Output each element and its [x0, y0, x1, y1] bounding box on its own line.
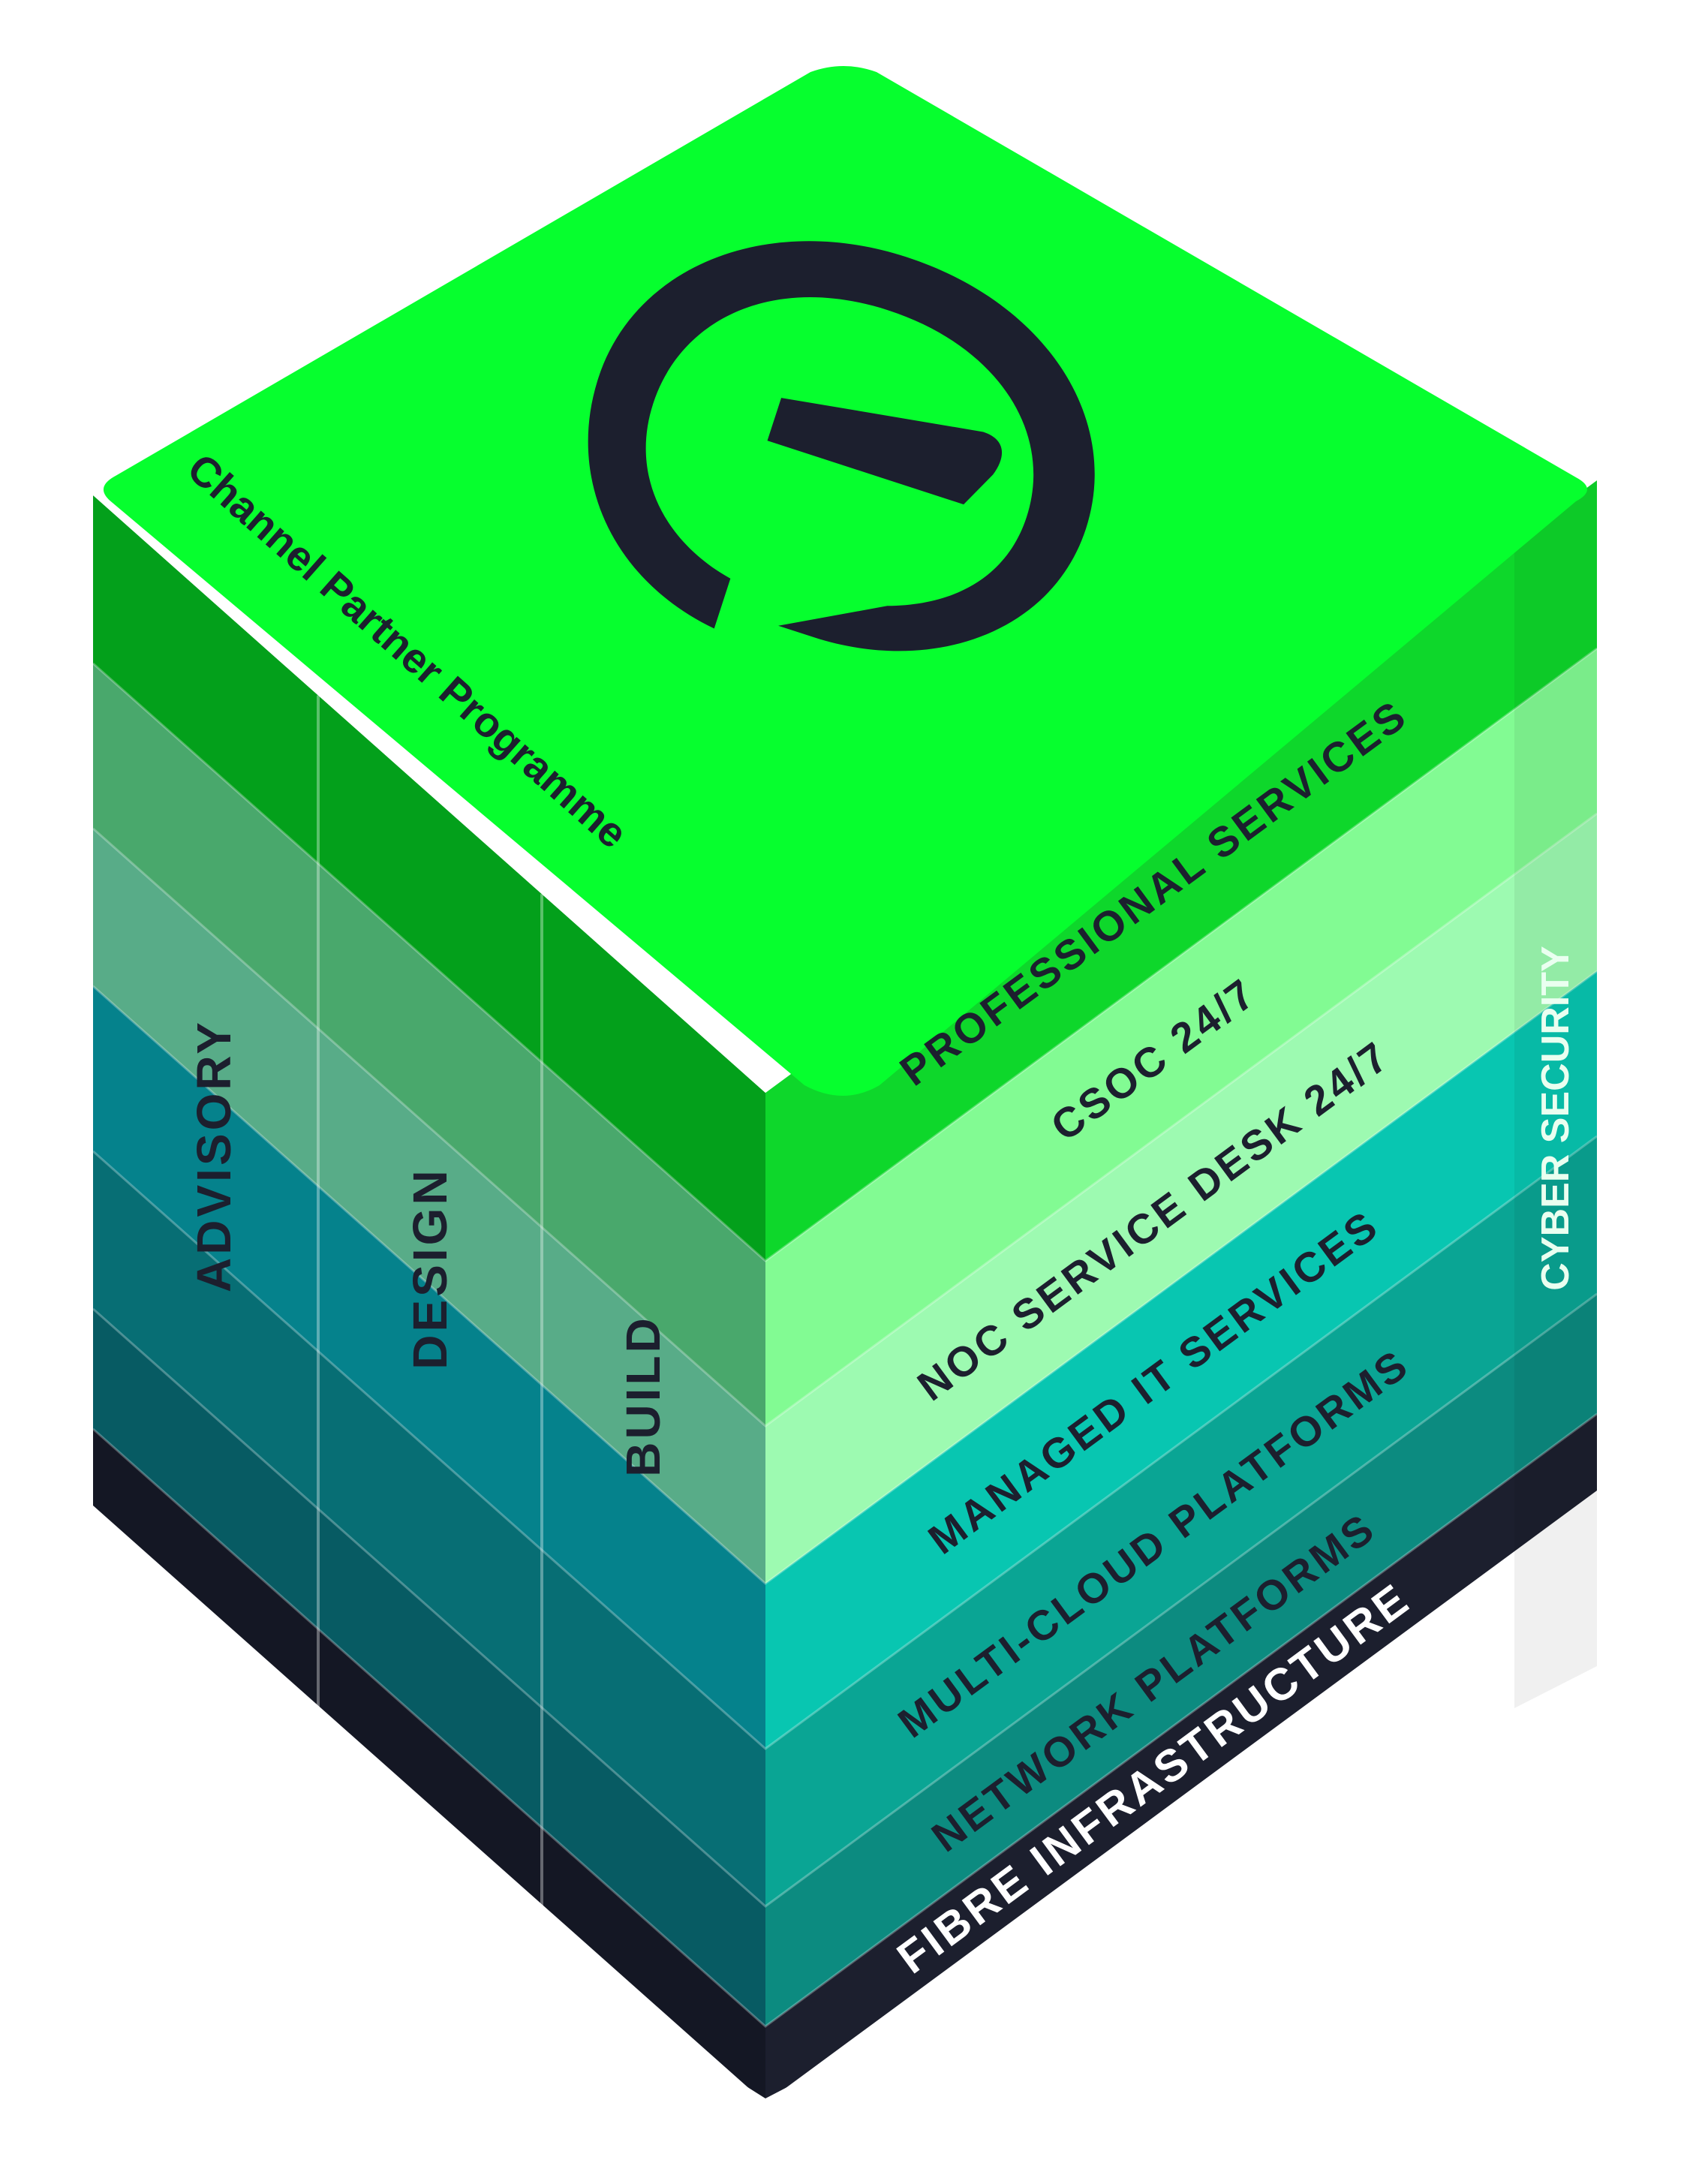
layer-separator — [92, 1412, 1598, 2028]
front-band — [93, 986, 765, 1753]
right-band — [765, 814, 1597, 1588]
front-band — [93, 495, 765, 1265]
cyber-security-band — [1514, 480, 1597, 1708]
front-band — [93, 663, 765, 1430]
right-face — [765, 480, 1597, 2098]
front-band — [93, 1309, 765, 2031]
front-band — [93, 1151, 765, 1911]
front-band — [93, 829, 765, 1588]
top-face — [103, 66, 1587, 1096]
column-label: DESIGN — [403, 1167, 457, 1369]
right-band — [765, 1414, 1597, 2098]
right-band — [765, 971, 1597, 1753]
cyber-security-label: CYBER SECURITY — [1534, 946, 1577, 1290]
column-label: ADVISORY — [187, 1019, 241, 1292]
front-face — [93, 495, 765, 2098]
column-dividers — [317, 695, 543, 2005]
layer-separator — [92, 970, 1598, 1585]
layer-separator — [92, 1292, 1598, 1908]
column-labels: ADVISORY DESIGN BUILD — [187, 1019, 670, 1477]
layer-separator — [92, 812, 1598, 1427]
right-band — [765, 480, 1597, 1265]
column-label: BUILD — [616, 1315, 670, 1477]
right-band — [765, 1136, 1597, 1911]
right-band — [765, 648, 1597, 1430]
e-logo-icon — [588, 241, 1095, 651]
front-band — [93, 1429, 765, 2098]
right-band — [765, 1294, 1597, 2031]
layer-separator — [92, 647, 1598, 1262]
layer-separator — [92, 1135, 1598, 1750]
